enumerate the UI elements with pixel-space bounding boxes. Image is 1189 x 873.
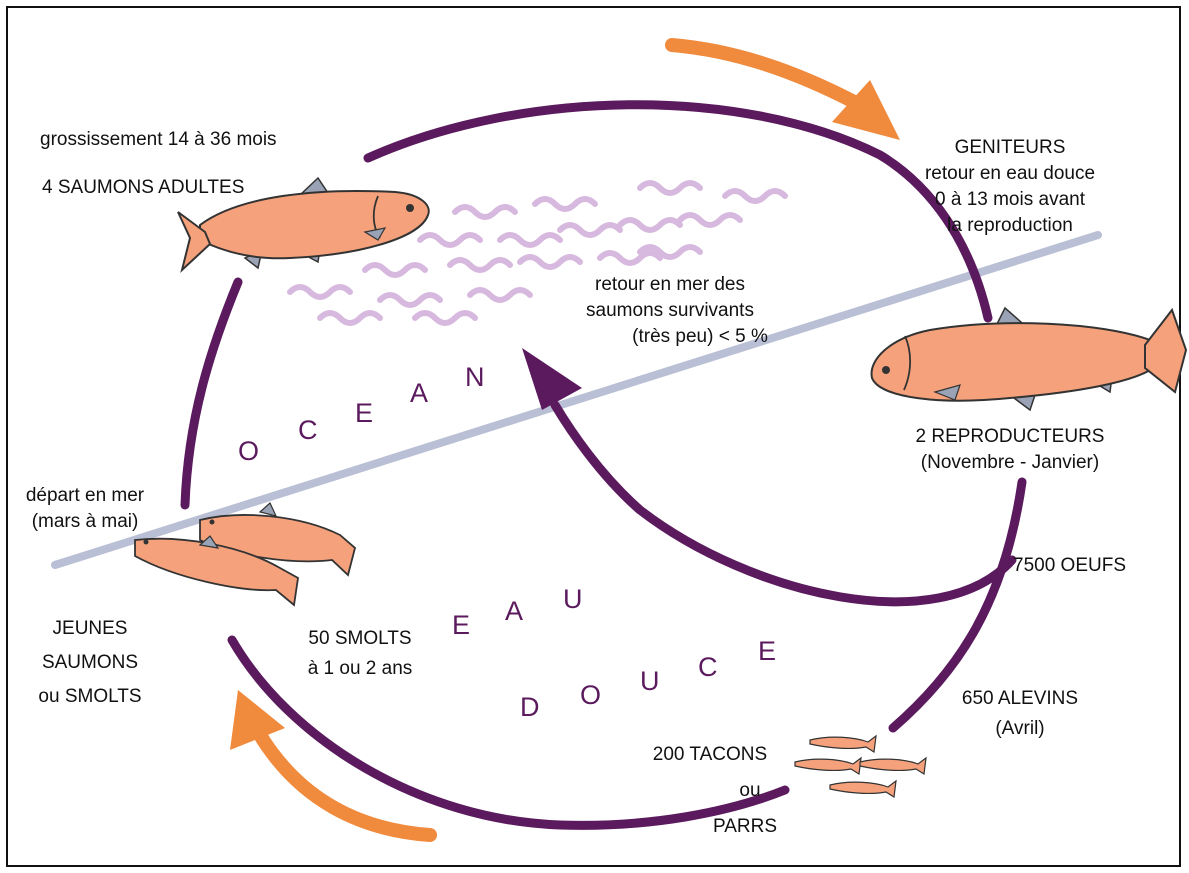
label-line: (Avril) <box>950 714 1090 744</box>
label-line: la reproduction <box>905 213 1115 239</box>
label-line: saumons survivants <box>540 298 800 324</box>
zone-eau-letter: A <box>505 596 523 627</box>
salmon-spawner-icon <box>872 308 1186 410</box>
label-line: retour en eau douce <box>905 161 1115 187</box>
zone-ocean-letter: C <box>298 415 318 446</box>
label-smolts: 50 SMOLTS à 1 ou 2 ans <box>290 624 430 684</box>
label-return-to-sea: retour en mer des saumons survivants (tr… <box>540 272 800 350</box>
label-jeunes-saumons: JEUNES SAUMONS ou SMOLTS <box>20 612 160 714</box>
label-line: retour en mer des <box>540 272 800 298</box>
label-line: 50 SMOLTS <box>290 624 430 654</box>
parr-icon <box>795 736 926 797</box>
zone-douce-letter: C <box>698 652 718 683</box>
smolt-icon <box>135 503 355 605</box>
label-adult-salmon: 4 SAUMONS ADULTES <box>42 175 244 201</box>
label-line: 650 ALEVINS <box>950 684 1090 714</box>
label-line: PARRS <box>630 809 790 845</box>
label-line: 0 à 13 mois avant <box>905 187 1115 213</box>
orange-arrow-icon <box>230 690 430 835</box>
label-line: ou SMOLTS <box>20 680 160 714</box>
zone-ocean-letter: O <box>238 436 259 467</box>
label-grossissement: grossissement 14 à 36 mois <box>40 127 277 153</box>
label-reproducteurs: 2 REPRODUCTEURS (Novembre - Janvier) <box>895 424 1125 476</box>
label-line: 200 TACONS <box>630 737 790 773</box>
label-line: JEUNES <box>20 612 160 646</box>
zone-douce-letter: E <box>758 636 776 667</box>
cycle-arc-left-upper <box>185 282 238 505</box>
zone-douce-letter: D <box>520 692 540 723</box>
label-line: (Novembre - Janvier) <box>895 450 1125 476</box>
label-line: à 1 ou 2 ans <box>290 654 430 684</box>
label-tacons: 200 TACONS ou PARRS <box>630 737 790 845</box>
label-line: (très peu) < 5 % <box>540 324 800 350</box>
label-alevins: 650 ALEVINS (Avril) <box>950 684 1090 744</box>
zone-ocean-letter: N <box>465 362 485 393</box>
label-line: SAUMONS <box>20 646 160 680</box>
label-line: GENITEURS <box>905 135 1115 161</box>
label-line: départ en mer <box>10 483 160 509</box>
zone-ocean-letter: A <box>410 378 428 409</box>
zone-ocean-letter: E <box>355 398 373 429</box>
label-line: (mars à mai) <box>10 509 160 535</box>
zone-eau-letter: U <box>563 584 583 615</box>
zone-douce-letter: U <box>640 666 660 697</box>
label-line: 2 REPRODUCTEURS <box>895 424 1125 450</box>
zone-douce-letter: O <box>580 680 601 711</box>
zone-eau-letter: E <box>452 610 470 641</box>
label-geniteurs: GENITEURS retour en eau douce 0 à 13 moi… <box>905 135 1115 239</box>
label-line: ou <box>630 773 790 809</box>
label-oeufs: 7500 OEUFS <box>1013 553 1126 579</box>
label-depart-en-mer: départ en mer (mars à mai) <box>10 483 160 535</box>
